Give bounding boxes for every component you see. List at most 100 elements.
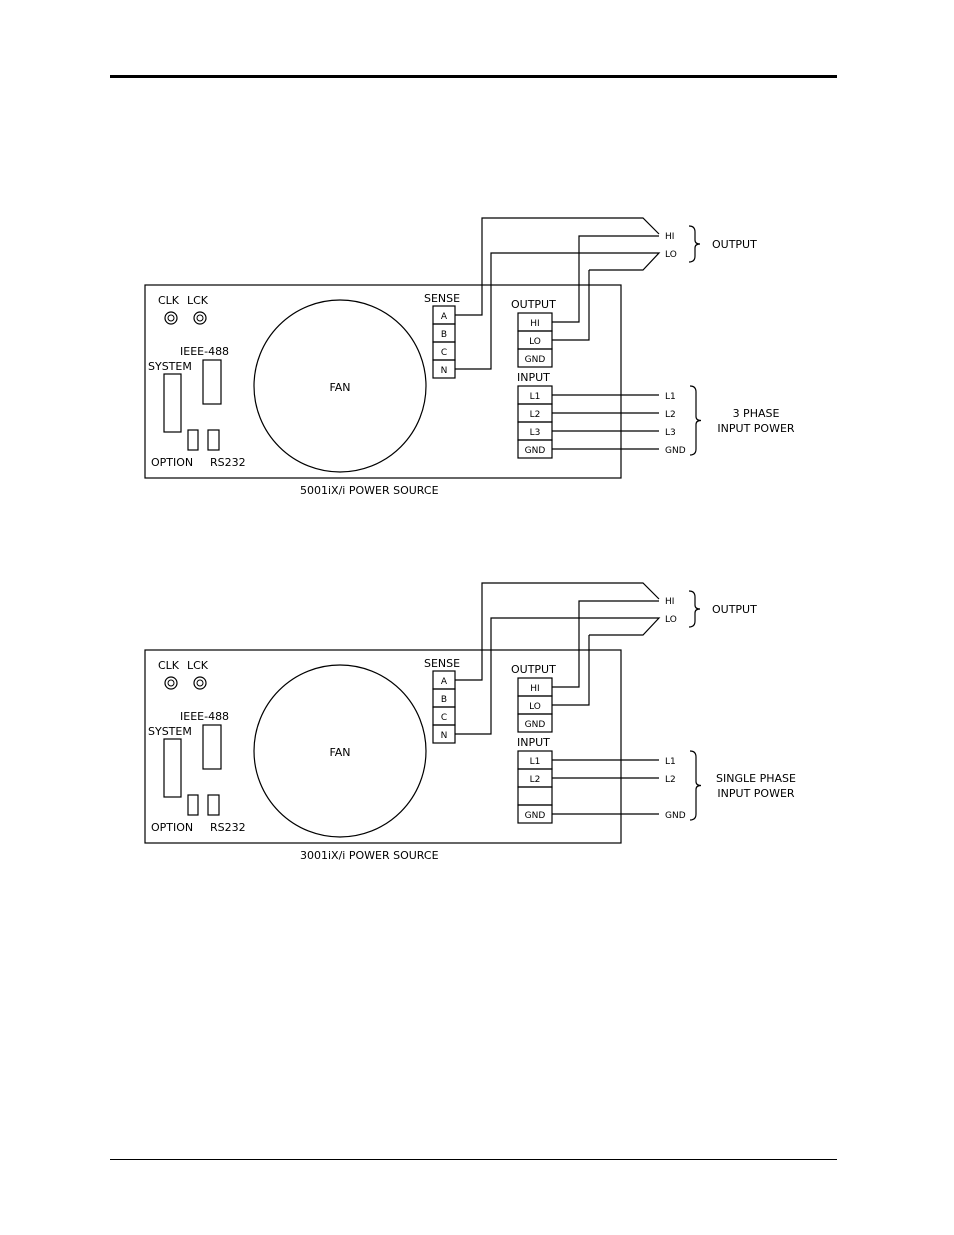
ext-output-label: OUTPUT <box>712 603 757 616</box>
output-hi-wire <box>552 600 659 688</box>
header-rule <box>110 75 837 78</box>
lck-jack-inner <box>196 679 204 687</box>
clk-jack-icon <box>164 676 178 690</box>
lck-label: LCK <box>187 659 209 672</box>
ieee-label: IEEE-488 <box>180 345 229 358</box>
input-terminal-label: L1 <box>530 392 541 402</box>
fan-label: FAN <box>329 381 350 394</box>
lck-label: LCK <box>187 294 209 307</box>
fan-circle <box>253 299 427 473</box>
power-source-panel <box>144 284 622 479</box>
system-label: SYSTEM <box>148 360 192 373</box>
output-lo-wire <box>552 270 590 341</box>
output-terminal-label: LO <box>529 337 541 347</box>
input-power-label-1: SINGLE PHASE <box>716 772 796 785</box>
input-terminal-label: L2 <box>530 775 541 785</box>
ieee-connector <box>202 359 222 405</box>
ext-input-label: L1 <box>665 392 676 402</box>
sense-terminal-label: N <box>441 731 448 741</box>
diagram-bottom: 3001iX/i POWER SOURCE FAN CLK LCK IEEE-488SY… <box>144 582 796 862</box>
output-terminal-label: HI <box>530 684 539 694</box>
ext-input-label: GND <box>665 446 686 456</box>
sense-n-wire <box>455 252 661 370</box>
option-label: OPTION <box>151 456 193 469</box>
rs232-label: RS232 <box>210 456 246 469</box>
output-title: OUTPUT <box>511 663 556 676</box>
option-label: OPTION <box>151 821 193 834</box>
diagram-top: 5001iX/i POWER SOURCE FAN CLK LCK IEEE-488SY… <box>144 217 795 497</box>
sense-terminal-label: A <box>441 312 448 322</box>
output-hi-wire <box>552 235 659 323</box>
sense-terminal-label: B <box>441 330 447 340</box>
fan-label: FAN <box>329 746 350 759</box>
panel-caption: 5001iX/i POWER SOURCE <box>300 484 439 497</box>
sense-terminal-label: B <box>441 695 447 705</box>
sense-title: SENSE <box>424 657 460 670</box>
input-terminal <box>517 786 553 806</box>
output-lo-wire <box>552 635 590 706</box>
ext-input-label: GND <box>665 811 686 821</box>
clk-jack-inner <box>167 314 175 322</box>
ext-output-lo-label: LO <box>665 615 677 625</box>
input-title: INPUT <box>517 736 550 749</box>
output-brace <box>688 225 701 263</box>
power-source-panel <box>144 649 622 844</box>
sense-a-wire <box>455 582 660 681</box>
system-label: SYSTEM <box>148 725 192 738</box>
input-brace <box>689 750 702 821</box>
lck-jack-icon <box>193 676 207 690</box>
sense-title: SENSE <box>424 292 460 305</box>
lck-jack-icon <box>193 311 207 325</box>
input-power-label-1: 3 PHASE <box>733 407 780 420</box>
output-terminal-label: GND <box>525 355 546 365</box>
footer-rule <box>110 1159 837 1160</box>
ext-output-hi-label: HI <box>665 232 674 242</box>
ext-output-lo-label: LO <box>665 250 677 260</box>
ext-input-label: L2 <box>665 410 676 420</box>
clk-jack-inner <box>167 679 175 687</box>
output-terminal-label: LO <box>529 702 541 712</box>
output-brace <box>688 590 701 628</box>
input-terminal-label: GND <box>525 446 546 456</box>
output-title: OUTPUT <box>511 298 556 311</box>
sense-a-wire <box>455 217 660 316</box>
ext-input-label: L1 <box>665 757 676 767</box>
ext-input-label: L2 <box>665 775 676 785</box>
option-connector <box>187 794 199 816</box>
lck-jack-inner <box>196 314 204 322</box>
system-connector <box>163 373 182 433</box>
input-terminal-label: L1 <box>530 757 541 767</box>
rs232-connector <box>207 429 220 451</box>
ext-output-label: OUTPUT <box>712 238 757 251</box>
ext-output-hi-label: HI <box>665 597 674 607</box>
input-terminal-label: L2 <box>530 410 541 420</box>
input-terminal-label: L3 <box>530 428 541 438</box>
output-terminal <box>517 713 553 733</box>
input-power-label-2: INPUT POWER <box>717 787 794 800</box>
clk-label: CLK <box>158 659 180 672</box>
ieee-label: IEEE-488 <box>180 710 229 723</box>
sense-terminal-label: A <box>441 677 448 687</box>
clk-label: CLK <box>158 294 180 307</box>
output-terminal <box>517 348 553 368</box>
rs232-connector <box>207 794 220 816</box>
output-terminal-label: GND <box>525 720 546 730</box>
input-terminal-label: GND <box>525 811 546 821</box>
panel-caption: 3001iX/i POWER SOURCE <box>300 849 439 862</box>
sense-terminal-label: N <box>441 366 448 376</box>
sense-terminal-label: C <box>441 713 447 723</box>
sense-n-wire <box>455 617 661 735</box>
input-power-label-2: INPUT POWER <box>717 422 794 435</box>
fan-circle <box>253 664 427 838</box>
system-connector <box>163 738 182 798</box>
sense-terminal-label: C <box>441 348 447 358</box>
clk-jack-icon <box>164 311 178 325</box>
input-title: INPUT <box>517 371 550 384</box>
input-brace <box>689 385 702 456</box>
output-terminal-label: HI <box>530 319 539 329</box>
ext-input-label: L3 <box>665 428 676 438</box>
rs232-label: RS232 <box>210 821 246 834</box>
option-connector <box>187 429 199 451</box>
ieee-connector <box>202 724 222 770</box>
